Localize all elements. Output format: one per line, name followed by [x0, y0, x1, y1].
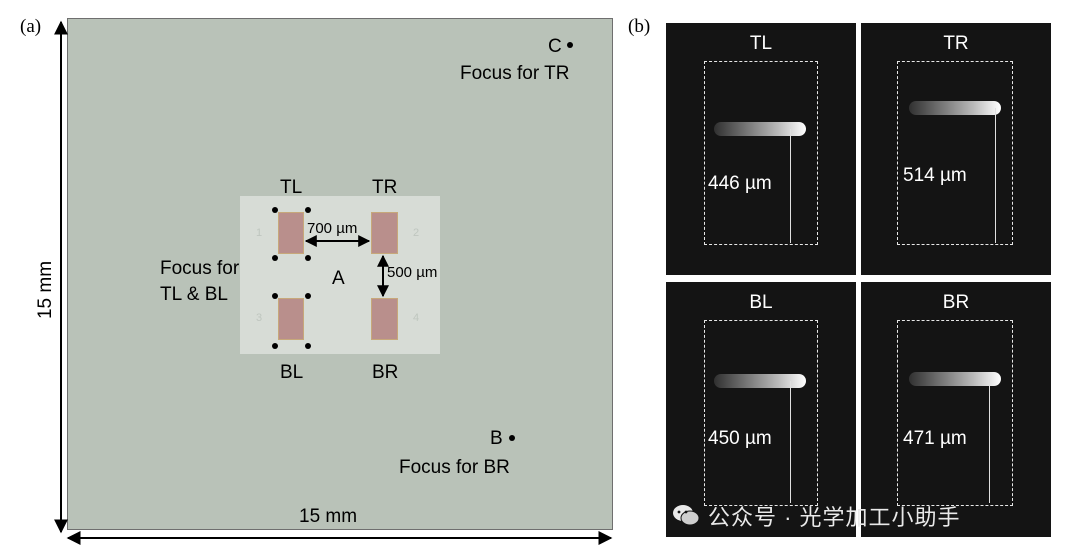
focus-dot	[305, 343, 311, 349]
vertical-dimension-label: 15 mm	[35, 260, 56, 320]
roi-box-bl	[704, 320, 818, 506]
focus-dot	[272, 255, 278, 261]
point-a-label: A	[332, 268, 345, 289]
chip-marker-3: 3	[256, 312, 263, 324]
focus-dot	[272, 343, 278, 349]
beam-streak-bl	[714, 374, 806, 388]
image-panel-tr: TR 514 µm	[861, 23, 1051, 275]
focus-dot	[272, 293, 278, 299]
image-title-tl: TL	[749, 33, 773, 54]
roi-box-tl	[704, 61, 818, 245]
watermark-text: 公众号 · 光学加工小助手	[708, 505, 961, 530]
panel-b-tag: (b)	[628, 16, 651, 37]
focus-dot	[272, 207, 278, 213]
measurement-tl: 446 µm	[708, 173, 772, 194]
point-b-caption: Focus for BR	[399, 457, 510, 478]
point-c-label: C	[548, 36, 562, 57]
pad-label-br: BR	[372, 362, 399, 383]
measurement-bl: 450 µm	[708, 428, 772, 449]
pad-tr	[371, 212, 398, 254]
chip-marker-4: 4	[413, 312, 420, 324]
pad-bl	[278, 298, 304, 340]
point-b-marker	[509, 435, 515, 441]
focus-tl-bl-line1: Focus for	[160, 258, 240, 279]
point-c-marker	[567, 42, 573, 48]
measurement-line-tr	[995, 108, 996, 243]
image-panel-tl: TL 446 µm	[666, 23, 856, 275]
roi-box-br	[897, 320, 1013, 506]
point-c-caption: Focus for TR	[460, 63, 570, 84]
image-title-bl: BL	[749, 292, 773, 313]
measurement-line-tl	[790, 129, 791, 243]
pad-label-tr: TR	[372, 177, 398, 198]
point-b-label: B	[490, 428, 503, 449]
pad-br	[371, 298, 398, 340]
wechat-icon	[672, 503, 700, 527]
pad-tl	[278, 212, 304, 254]
pad-label-bl: BL	[280, 362, 304, 383]
beam-streak-tl	[714, 122, 806, 136]
measurement-tr: 514 µm	[903, 165, 967, 186]
focus-dot	[305, 207, 311, 213]
horizontal-spacing-label: 700 µm	[307, 220, 358, 237]
image-title-tr: TR	[943, 33, 969, 54]
beam-streak-br	[909, 372, 1001, 386]
focus-dot	[305, 293, 311, 299]
horizontal-dimension-label: 15 mm	[299, 506, 358, 527]
beam-streak-tr	[909, 101, 1001, 115]
measurement-line-br	[989, 379, 990, 503]
chip-marker-1: 1	[256, 227, 263, 239]
image-title-br: BR	[942, 292, 970, 313]
measurement-br: 471 µm	[903, 428, 967, 449]
image-panel-bl: BL 450 µm	[666, 282, 856, 537]
image-panel-br: BR 471 µm	[861, 282, 1051, 537]
pad-label-tl: TL	[280, 177, 303, 198]
sample-chip	[240, 196, 440, 354]
chip-marker-2: 2	[413, 227, 420, 239]
vertical-spacing-label: 500 µm	[387, 264, 438, 281]
focus-dot	[305, 255, 311, 261]
roi-box-tr	[897, 61, 1013, 245]
measurement-line-bl	[790, 381, 791, 503]
panel-a-tag: (a)	[20, 16, 42, 37]
focus-tl-bl-line2: TL & BL	[160, 284, 228, 305]
